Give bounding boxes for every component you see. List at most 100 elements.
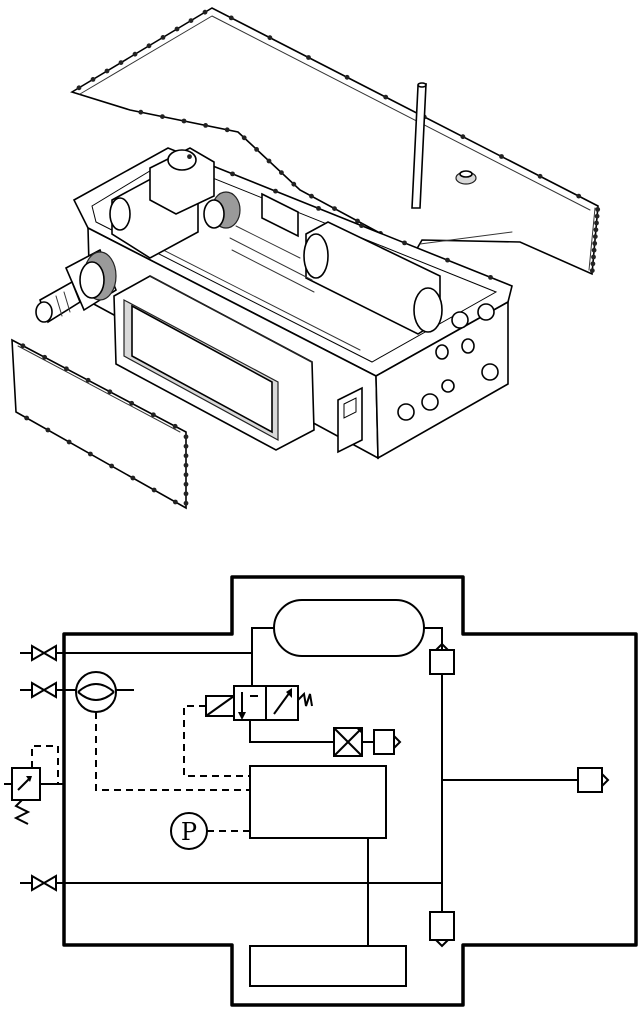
front-window-frame bbox=[113, 275, 315, 451]
bolt-hole bbox=[181, 118, 187, 124]
bolt-hole bbox=[183, 500, 189, 506]
bolt-hole bbox=[146, 43, 152, 49]
bolt-hole bbox=[151, 487, 157, 493]
interior-shaft bbox=[229, 225, 315, 293]
bolt-hole bbox=[591, 247, 597, 253]
bolt-hole bbox=[109, 463, 115, 469]
bolt-hole bbox=[150, 412, 156, 418]
bolt-hole bbox=[183, 443, 189, 449]
bolt-hole bbox=[591, 254, 596, 260]
manual-valve-2 bbox=[20, 681, 57, 699]
right-manifold bbox=[424, 627, 443, 650]
interior-partition bbox=[261, 192, 299, 238]
bolt-hole bbox=[359, 223, 364, 229]
bolt-hole bbox=[460, 134, 466, 140]
supply-line-1 bbox=[56, 627, 274, 654]
bolt-hole bbox=[183, 434, 189, 440]
exhaust-muffler-1 bbox=[373, 729, 402, 755]
bolt-hole bbox=[85, 377, 91, 383]
bolt-hole bbox=[267, 35, 273, 41]
bolt-hole bbox=[355, 218, 360, 224]
bolt-hole bbox=[187, 154, 192, 160]
bolt-hole bbox=[383, 94, 389, 100]
bolt-hole bbox=[309, 193, 314, 199]
bolt-hole bbox=[595, 207, 601, 212]
manual-valve-3 bbox=[20, 874, 57, 892]
bolt-hole bbox=[183, 472, 189, 478]
bolt-hole bbox=[316, 205, 321, 211]
bolt-hole bbox=[87, 451, 93, 457]
bolt-hole bbox=[589, 268, 595, 273]
bolt-hole bbox=[90, 77, 96, 82]
bolt-hole bbox=[118, 60, 124, 65]
bolt-hole bbox=[76, 85, 82, 91]
side-panel-bolt-holes bbox=[20, 343, 189, 506]
exhaust-muffler-2 bbox=[429, 642, 455, 675]
bolt-hole bbox=[266, 158, 272, 164]
bolt-hole bbox=[183, 462, 189, 468]
bolt-hole bbox=[45, 427, 51, 433]
left-connector bbox=[35, 248, 117, 324]
bolt-hole bbox=[344, 74, 350, 80]
bolt-hole bbox=[24, 415, 30, 421]
bolt-hole bbox=[132, 51, 138, 57]
bolt-hole bbox=[183, 453, 189, 459]
pressure-gauge-label: P bbox=[181, 818, 197, 846]
bolt-hole bbox=[594, 220, 599, 226]
bolt-hole bbox=[291, 181, 297, 187]
isometric-assembly-drawing bbox=[11, 7, 601, 510]
bolt-hole bbox=[203, 123, 209, 128]
bolt-hole bbox=[590, 261, 596, 267]
bolt-hole bbox=[183, 491, 189, 497]
throttle-valve bbox=[333, 727, 374, 757]
bolt-hole bbox=[273, 188, 278, 194]
enclosure-outline bbox=[62, 575, 638, 1007]
bolt-hole bbox=[224, 127, 230, 133]
bolt-hole bbox=[499, 154, 504, 159]
guide-rod bbox=[411, 82, 427, 209]
bolt-hole bbox=[42, 354, 48, 360]
cover-bolt-holes bbox=[76, 9, 601, 273]
left-side-panel bbox=[11, 338, 187, 510]
bolt-hole bbox=[592, 234, 598, 240]
bolt-hole bbox=[230, 171, 235, 177]
bolt-hole bbox=[160, 35, 166, 40]
bolt-hole bbox=[20, 343, 26, 349]
bolt-hole bbox=[63, 366, 69, 372]
bolt-hole bbox=[228, 15, 234, 21]
right-side-ports bbox=[337, 303, 499, 454]
pilot-line-1 bbox=[183, 705, 250, 777]
bolt-hole bbox=[306, 55, 311, 60]
control-unit bbox=[249, 765, 387, 839]
bolt-hole bbox=[172, 499, 178, 505]
interior-cylinder bbox=[303, 221, 443, 335]
valve-outlet-line bbox=[249, 720, 334, 743]
bolt-hole bbox=[188, 18, 194, 23]
bolt-hole bbox=[130, 475, 136, 481]
manual-valve-1 bbox=[20, 644, 57, 662]
pressure-relief-valve bbox=[4, 745, 64, 825]
bolt-hole bbox=[129, 400, 135, 406]
bolt-hole bbox=[537, 173, 543, 179]
interior-motor bbox=[109, 147, 215, 259]
bolt-hole bbox=[160, 114, 165, 119]
interior-gear bbox=[203, 191, 241, 229]
bolt-hole bbox=[107, 389, 113, 395]
bolt-hole bbox=[66, 439, 72, 445]
bolt-hole bbox=[183, 481, 189, 487]
housing-rim-bolts bbox=[187, 154, 493, 280]
bolt-hole bbox=[172, 423, 178, 429]
bottom-component-box bbox=[249, 945, 407, 987]
bolt-hole bbox=[592, 241, 598, 246]
bolt-hole bbox=[254, 147, 259, 152]
bolt-hole bbox=[279, 170, 284, 176]
air-reservoir-tank bbox=[273, 599, 425, 657]
top-cover-plate bbox=[70, 7, 599, 276]
bolt-hole bbox=[202, 9, 208, 15]
bolt-hole bbox=[104, 68, 110, 74]
bolt-hole bbox=[576, 193, 582, 199]
bolt-hole bbox=[138, 109, 144, 115]
cover-knob bbox=[455, 170, 477, 185]
bolt-hole bbox=[241, 135, 247, 141]
